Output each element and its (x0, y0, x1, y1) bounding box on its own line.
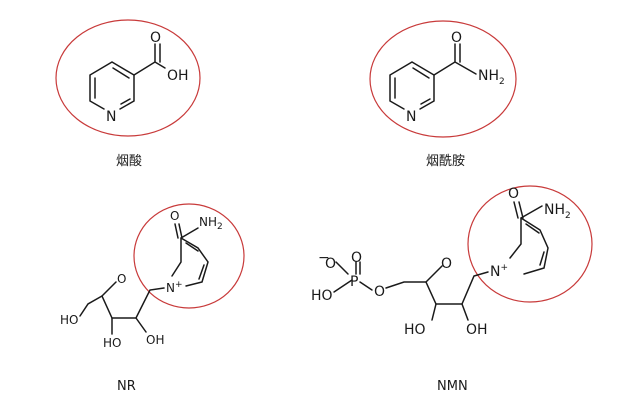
nr-structure: O NH2 N+ O HO HO OH (60, 203, 245, 350)
atom-nh: NH2 (199, 215, 223, 232)
atom-n: N (406, 109, 416, 125)
atom-o: O (351, 250, 362, 266)
highlight-circle (467, 185, 593, 303)
atom-n-plus: N+ (166, 280, 183, 295)
caption-nr: NR (117, 379, 136, 394)
atom-oh: OH (466, 322, 488, 338)
caption-nmn: NMN (437, 379, 468, 394)
ribose-substituents (79, 295, 147, 335)
ring-double-bonds (525, 223, 545, 266)
caption-nicotinic-acid: 烟酸 (116, 154, 142, 169)
ribose-ring (101, 281, 165, 319)
atom-o: O (441, 256, 452, 272)
amide-bonds (433, 43, 477, 76)
ribose-substituents (385, 281, 469, 321)
atom-o: O (170, 209, 179, 223)
atom-nh: NH2 (478, 68, 505, 87)
atom-p: P (350, 274, 358, 290)
phosphate-bonds (333, 261, 373, 293)
highlight-circle (369, 20, 517, 138)
ring-double-bonds (94, 67, 131, 105)
pyridine-ring (389, 61, 435, 110)
atom-ho: HO (103, 336, 121, 350)
caption-nicotinamide: 烟酰胺 (426, 154, 465, 169)
highlight-circle (55, 19, 201, 137)
atom-o: O (451, 30, 462, 46)
nicotinamide-structure: N O NH2 (369, 20, 517, 138)
highlight-circle (133, 203, 245, 309)
amide-bonds (174, 223, 199, 239)
nmn-structure: O NH2 N+ O HO OH O P O O − HO (311, 185, 593, 338)
atom-nh: NH2 (544, 202, 571, 221)
atom-ho: HO (404, 322, 426, 338)
atom-o: O (117, 272, 126, 286)
charge-minus: − (318, 250, 330, 266)
pyridine-ring (89, 61, 135, 110)
atom-oh: OH (167, 68, 189, 84)
ribose-ring (425, 265, 489, 305)
carboxyl-bonds (133, 43, 166, 76)
atom-oh: OH (146, 333, 164, 347)
atom-o: O (374, 284, 385, 300)
atom-ho: HO (60, 313, 78, 327)
atom-n: N (106, 109, 116, 125)
ring-double-bonds (394, 67, 431, 105)
atom-o-minus: O (325, 256, 336, 272)
nicotinic-acid-structure: N O OH (55, 19, 201, 137)
atom-ho: HO (311, 288, 333, 304)
pyridinium-ring (171, 237, 209, 287)
amide-bonds (513, 201, 543, 219)
atom-n-plus: N+ (490, 263, 508, 280)
atom-o: O (150, 30, 161, 46)
atom-o: O (508, 186, 519, 202)
pyridinium-ring (509, 217, 549, 275)
ring-double-bonds (185, 242, 205, 280)
